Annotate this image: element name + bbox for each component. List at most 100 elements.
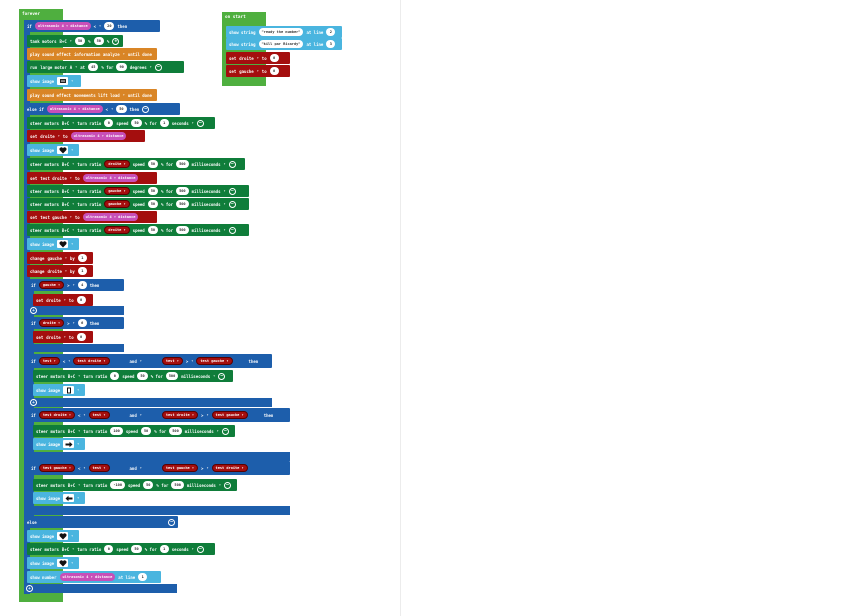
set-test-gauche-block[interactable]: set test gauche▾ to ultrasonic 4 ▾ dista…	[27, 211, 157, 223]
if-block-1[interactable]: if ultrasonic 4 ▾ distance <▾ 20 then	[24, 20, 160, 32]
set-droite-block-2[interactable]: set droite▾ to 0	[33, 294, 93, 306]
if-block-3[interactable]: if droite ▾ >▾ 6 then	[28, 317, 124, 329]
var-test-pill[interactable]: test ▾	[161, 357, 183, 365]
var-test-droite-pill[interactable]: test droite ▾	[211, 464, 248, 472]
value-0[interactable]: 0	[76, 333, 86, 341]
ultrasonic-distance-1[interactable]: ultrasonic 4 ▾ distance	[34, 22, 91, 30]
var-droite[interactable]: droite	[46, 297, 61, 303]
operator-ge[interactable]: >	[67, 320, 70, 326]
remove-icon[interactable]: −	[221, 427, 229, 435]
line-value-1[interactable]: 2	[326, 28, 336, 36]
var-test-pill[interactable]: test ▾	[88, 411, 110, 419]
steer-motors-block-3[interactable]: steer motors B+C▾ turn ratio gauche ▾ sp…	[27, 185, 249, 197]
play-sound-block-1[interactable]: play sound effect information analyze▾ u…	[27, 48, 157, 60]
set-droite-block-3[interactable]: set droite▾ to 0	[33, 331, 93, 343]
var-test-gauche-pill[interactable]: test gauche ▾	[211, 411, 248, 419]
port-bc[interactable]: B+C	[61, 227, 70, 233]
else-if-block-1[interactable]: else if ultrasonic 4 ▾ distance <▾ 50 th…	[24, 103, 180, 115]
set-value[interactable]: 0	[269, 67, 279, 75]
var-gauche-pill[interactable]: gauche ▾	[104, 200, 130, 208]
port-bc[interactable]: B+C	[61, 546, 70, 552]
sound-1[interactable]: information analyze	[73, 51, 120, 57]
blocks-workspace[interactable]: forever on start show string "ready the …	[0, 0, 400, 616]
var-test-pill[interactable]: test ▾	[38, 357, 60, 365]
port-bc[interactable]: B+C	[67, 482, 76, 488]
value-50[interactable]: 50	[131, 545, 142, 553]
var-gauche[interactable]: gauche	[239, 68, 254, 74]
arrow-left-icon[interactable]	[63, 494, 75, 502]
if-block-5[interactable]: if test droite ▾ <▾ test ▾ and▾ test dro…	[28, 408, 290, 422]
port-bc[interactable]: B+C	[61, 188, 70, 194]
var-test-droite[interactable]: test droite	[40, 175, 67, 181]
var-test-pill[interactable]: test ▾	[88, 464, 110, 472]
var-droite-pill[interactable]: droite ▾	[104, 226, 130, 234]
add-icon[interactable]: +	[30, 307, 37, 314]
steer-motors-block-4[interactable]: steer motors B+C▾ turn ratio gauche ▾ sp…	[27, 198, 249, 210]
ultrasonic-distance-6[interactable]: ultrasonic 4 ▾ distance	[59, 573, 116, 581]
milliseconds-label[interactable]: milliseconds	[181, 373, 211, 379]
sound-2[interactable]: movements lift load	[73, 92, 120, 98]
var-droite-pill[interactable]: droite ▾	[38, 319, 65, 327]
line-value-2[interactable]: 3	[326, 40, 336, 48]
value-50[interactable]: 50	[131, 119, 142, 127]
operator-gt[interactable]: >	[185, 358, 189, 364]
var-test-droite-pill[interactable]: test droite ▾	[161, 411, 199, 419]
milliseconds-label[interactable]: milliseconds	[186, 482, 216, 488]
value-50[interactable]: 50	[147, 187, 159, 195]
show-image-block-8[interactable]: show image ▾	[27, 557, 79, 569]
show-image-block-3[interactable]: show image ▾	[27, 238, 79, 250]
value-50[interactable]: 50	[140, 427, 152, 435]
show-image-block-1[interactable]: show image ▾	[27, 75, 81, 87]
line-value[interactable]: 1	[138, 573, 148, 581]
steer-motors-block-5[interactable]: steer motors B+C▾ turn ratio droite ▾ sp…	[27, 224, 249, 236]
var-droite[interactable]: droite	[40, 133, 55, 139]
var-test-gauche-pill[interactable]: test gauche ▾	[161, 464, 199, 472]
value-50[interactable]: 50	[143, 481, 154, 489]
port-bc[interactable]: B+C	[61, 201, 70, 207]
var-gauche[interactable]: gauche	[47, 255, 62, 261]
else-block[interactable]: else −	[24, 516, 178, 528]
value-20[interactable]: 20	[104, 22, 115, 30]
value-0[interactable]: 0	[76, 296, 86, 304]
value-500[interactable]: 500	[176, 226, 189, 234]
ultrasonic-distance-2[interactable]: ultrasonic 4 ▾ distance	[46, 105, 103, 113]
value-500[interactable]: 500	[171, 481, 184, 489]
remove-icon[interactable]: −	[168, 518, 175, 526]
heart-icon[interactable]	[57, 240, 69, 248]
ultrasonic-distance-4[interactable]: ultrasonic 4 ▾ distance	[82, 174, 139, 182]
var-test-gauche-pill[interactable]: test gauche ▾	[196, 357, 233, 365]
change-droite-block[interactable]: change droite▾ by 1	[27, 265, 93, 277]
var-test-gauche-pill[interactable]: test gauche ▾	[38, 464, 75, 472]
value-50b[interactable]: 50	[93, 37, 104, 45]
heart-icon[interactable]	[57, 559, 69, 567]
value-500[interactable]: 500	[165, 372, 179, 380]
value-6[interactable]: 6	[77, 319, 87, 327]
operator-gt[interactable]: >	[201, 465, 204, 471]
port-bc[interactable]: B+C	[67, 428, 76, 434]
show-image-block-2[interactable]: show image ▾	[27, 144, 79, 156]
value-50[interactable]: 50	[147, 200, 159, 208]
port-bc[interactable]: B+C	[59, 38, 67, 44]
value-minus-100[interactable]: -100	[110, 481, 125, 489]
remove-icon[interactable]: −	[223, 481, 231, 489]
steer-motors-block-9[interactable]: steer motors B+C▾ turn ratio 0 speed 50 …	[27, 543, 215, 555]
remove-icon[interactable]: −	[218, 372, 226, 380]
var-droite[interactable]: droite	[239, 55, 254, 61]
port-bc[interactable]: B+C	[61, 161, 70, 167]
remove-icon[interactable]: −	[228, 187, 236, 195]
port-a[interactable]: A	[69, 64, 73, 70]
arrow-right-icon[interactable]	[63, 440, 75, 448]
var-test-droite-pill[interactable]: test droite ▾	[38, 411, 75, 419]
milliseconds-label[interactable]: milliseconds	[191, 201, 221, 207]
and-label[interactable]: and	[129, 358, 137, 364]
value-1[interactable]: 1	[159, 545, 169, 553]
add-icon[interactable]: +	[26, 585, 33, 592]
seconds-label[interactable]: seconds	[171, 120, 189, 126]
value-100[interactable]: 100	[110, 427, 123, 435]
ultrasonic-distance-5[interactable]: ultrasonic 4 ▾ distance	[82, 213, 139, 221]
value-1[interactable]: 1	[159, 119, 169, 127]
set-test-droite-block[interactable]: set test droite▾ to ultrasonic 4 ▾ dista…	[27, 172, 157, 184]
operator-lt[interactable]: <	[105, 106, 109, 112]
milliseconds-label[interactable]: milliseconds	[191, 188, 221, 194]
var-gauche-pill[interactable]: gauche ▾	[38, 281, 65, 289]
